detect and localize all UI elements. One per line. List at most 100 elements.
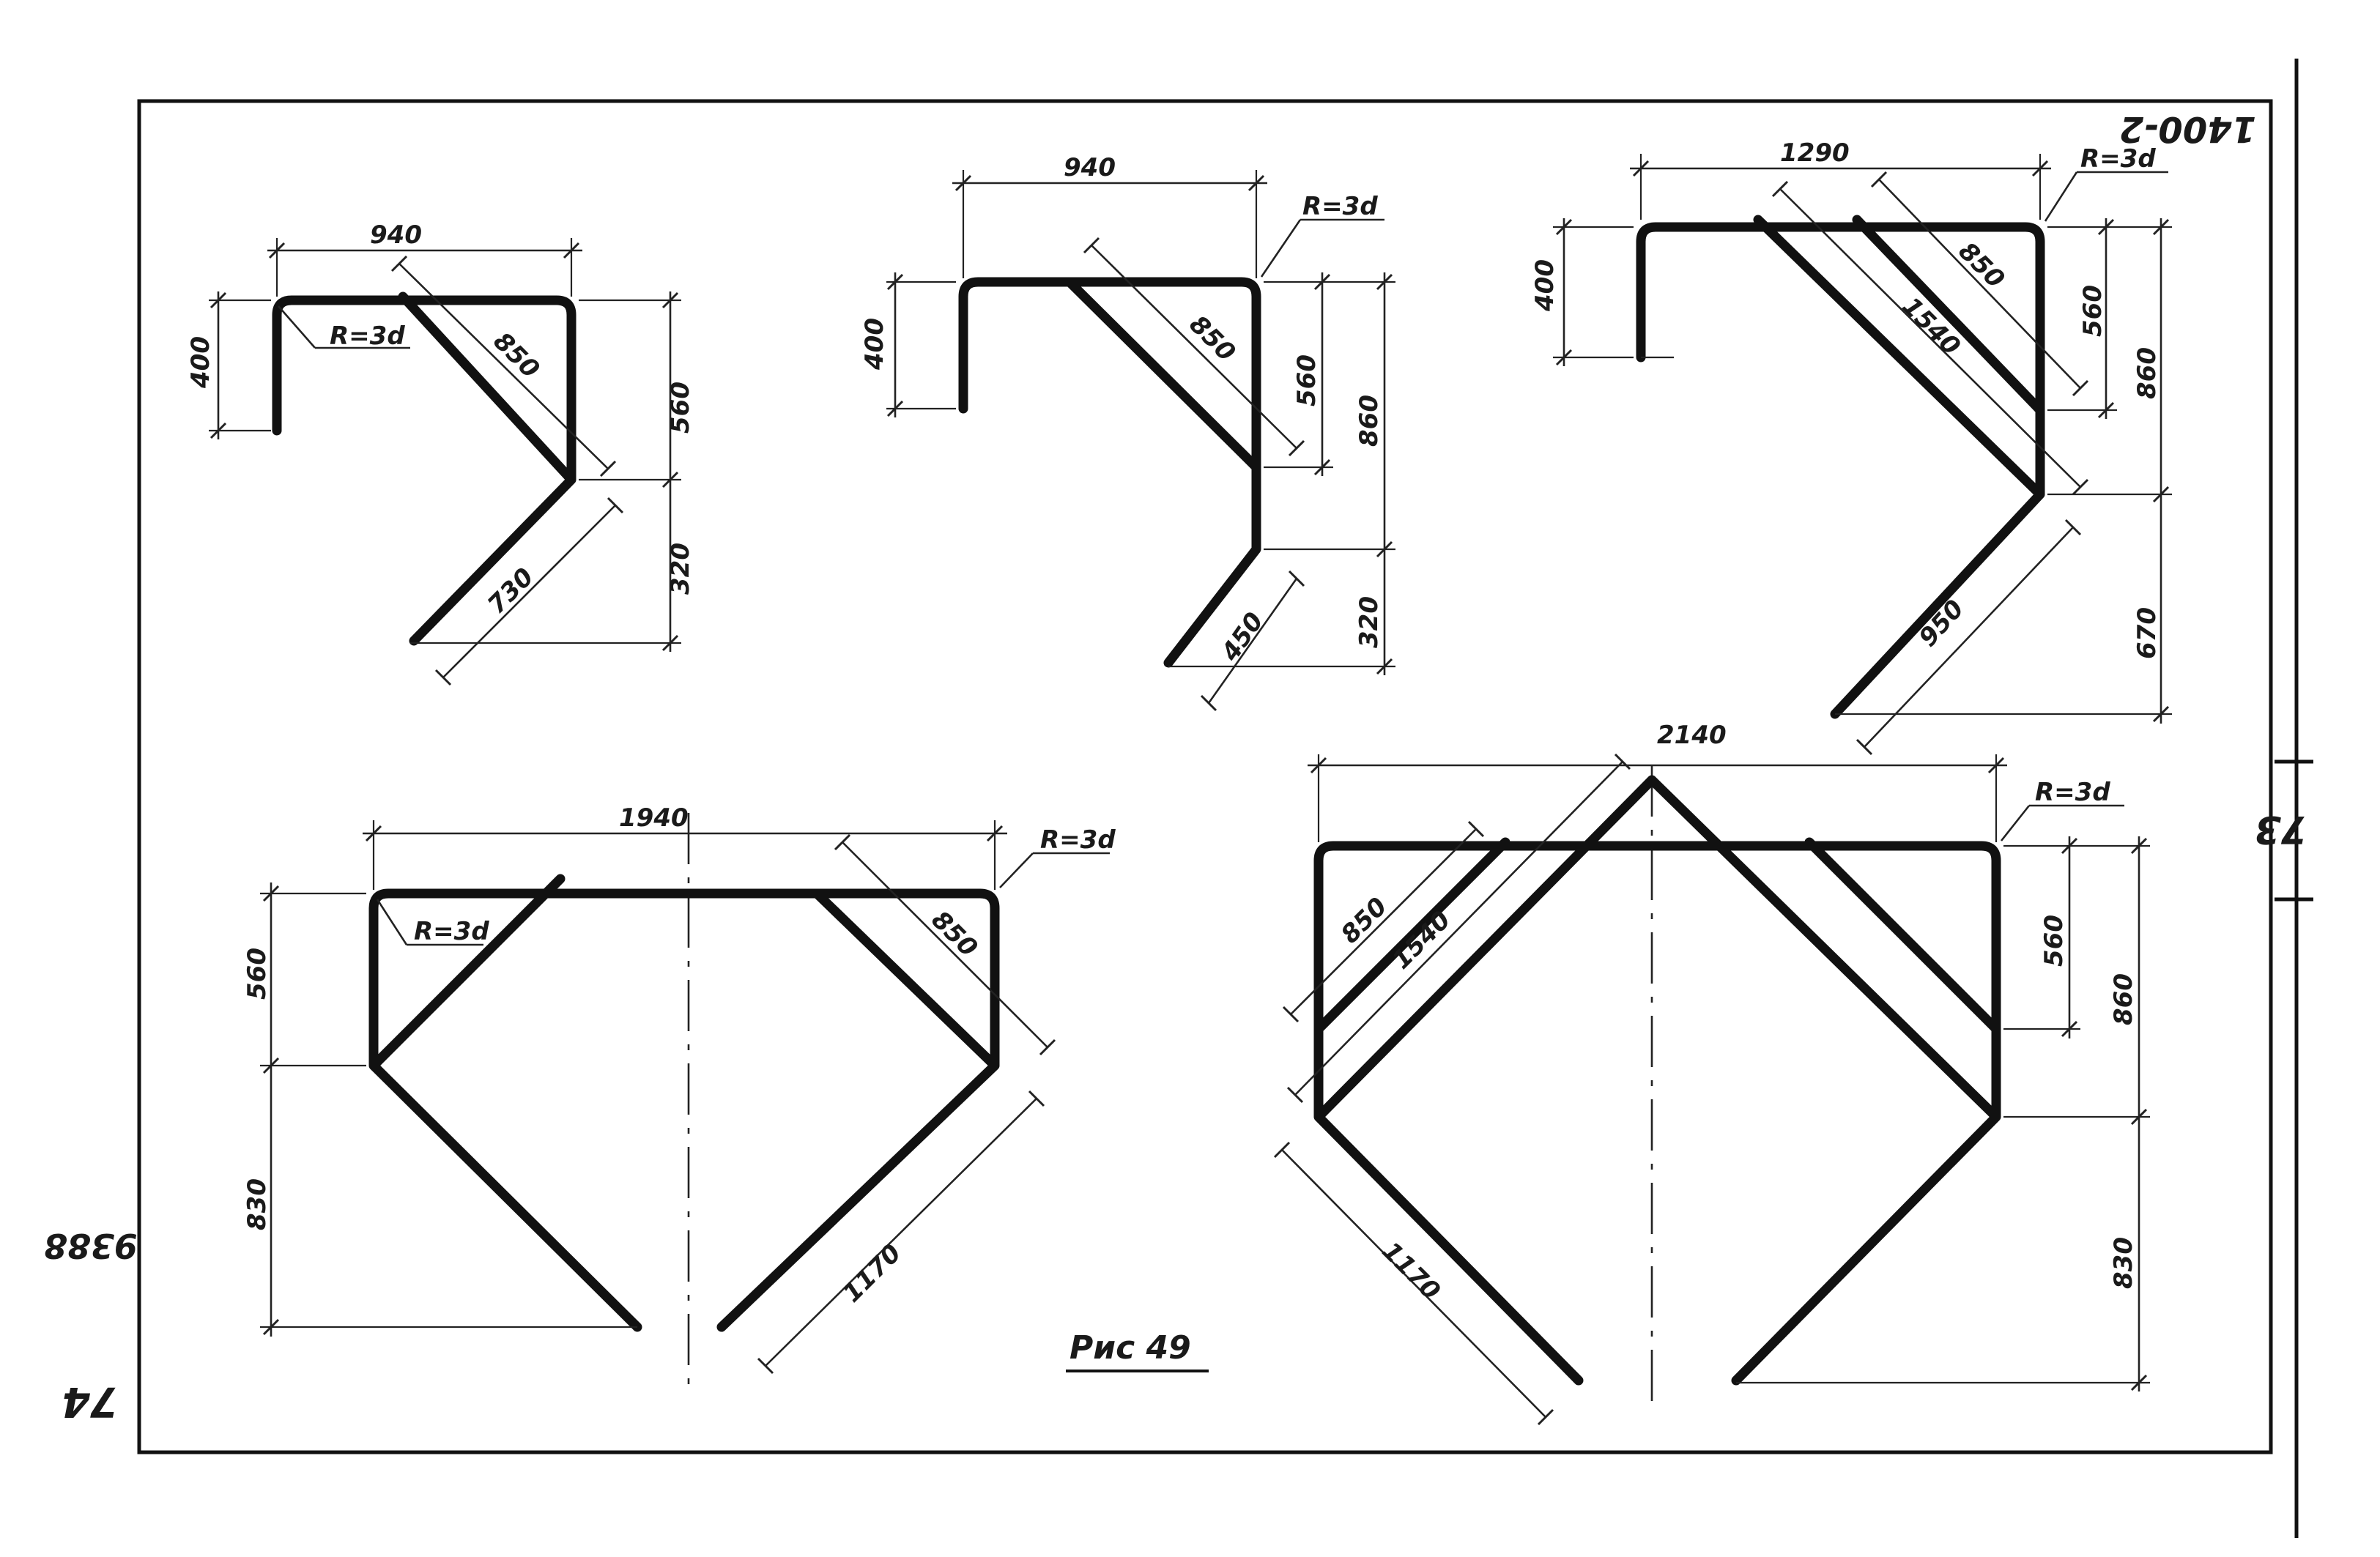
fig1-tick	[661, 471, 679, 488]
fig3-tick	[2031, 160, 2049, 177]
fig2-tick	[1313, 458, 1331, 476]
fig4-tick	[834, 833, 851, 851]
fig3-tick	[2152, 218, 2170, 236]
fig3-radius-leader	[2044, 171, 2078, 222]
fig2-tick	[1288, 570, 1305, 587]
sheet-code: 1400-2	[2119, 108, 2256, 149]
fig3-dim-860: 860	[2132, 347, 2162, 399]
fig5-diag-dim	[1294, 761, 1623, 1096]
drawing-frame	[137, 99, 2273, 1454]
fig3-tick	[1771, 180, 1789, 198]
fig3-tick	[2072, 478, 2089, 496]
fig2-radius-leader	[1260, 219, 1302, 278]
fig2-tick	[1200, 694, 1217, 712]
fig4-radius-left: R=3d	[414, 917, 489, 946]
fig3-tick	[1856, 738, 1873, 756]
fig4-radius-leader	[999, 852, 1034, 888]
fig2-dim-850: 850	[1184, 310, 1241, 367]
fig5-dim-830: 830	[2109, 1237, 2138, 1289]
fig4-dim-830: 830	[242, 1178, 272, 1230]
fig3-dim-850: 850	[1953, 237, 2010, 294]
inventory-number: 74	[62, 1378, 119, 1425]
fig2-diag-dim	[1207, 578, 1298, 704]
fig1-tick	[599, 460, 617, 477]
fig1-dim-730: 730	[482, 562, 539, 620]
fig3-diag-dim	[1878, 179, 2081, 389]
fig1-tick	[390, 255, 408, 272]
fig4-tick	[1028, 1090, 1045, 1107]
fig2-tick	[886, 400, 904, 417]
fig1-radius: R=3d	[330, 322, 405, 351]
fig3-diag-dim	[1779, 188, 2081, 488]
fig3-rebar	[1636, 215, 2045, 719]
fig2-radius: R=3d	[1302, 192, 1378, 221]
fig4-dim-560: 560	[242, 948, 272, 1000]
fig2-dim-560: 560	[1292, 354, 1321, 406]
fig1-dim-400: 400	[186, 336, 215, 389]
figure-caption: Рис 49	[1069, 1329, 1191, 1367]
fig5-tick	[1467, 820, 1485, 838]
fig2-tick	[1376, 273, 1393, 291]
fig1-dim-940: 940	[370, 220, 422, 250]
fig4-tick	[262, 1057, 280, 1074]
fig4-tick	[262, 885, 280, 902]
fig1-radius-leader	[278, 305, 316, 349]
fig5-dim-860: 860	[2109, 973, 2138, 1025]
fig5-radius: R=3d	[2035, 778, 2110, 807]
fig5-tick	[2130, 1374, 2148, 1391]
fig2-tick	[954, 174, 972, 192]
fig2-rebar	[958, 277, 1261, 668]
fig1-tick	[607, 497, 624, 514]
fig1-tick	[563, 242, 580, 259]
fig5-tick	[2130, 1108, 2148, 1126]
fig4-diag-dim	[765, 1098, 1037, 1367]
fig4-rebar	[368, 874, 1000, 1332]
fig5-diag-dim	[1281, 1149, 1546, 1418]
fig5-tick	[1273, 1141, 1291, 1159]
fig2-dim-320: 320	[1354, 596, 1384, 648]
fig2-tick	[1288, 439, 1305, 457]
fig1-tick	[661, 634, 679, 652]
fig1-diag-dim	[398, 263, 609, 469]
fig4-tick	[757, 1357, 774, 1375]
figure-2: 940 R=3d 400 850 560 860 320	[860, 153, 1395, 712]
figure-5: 2140 R=3d 850 1540 1170 560 860 830	[1273, 721, 2150, 1426]
fig5-tick	[1614, 753, 1631, 770]
fig3-dim-560: 560	[2078, 285, 2107, 337]
fig4-tick	[1039, 1038, 1056, 1056]
fig5-rebar	[1313, 775, 2001, 1386]
fig3-dim-400: 400	[1530, 259, 1560, 312]
fig2-diag-dim	[1091, 245, 1297, 449]
fig4-tick	[365, 825, 382, 842]
fig2-tick	[886, 273, 904, 291]
figure-4: 1940 R=3d R=3d 560 830 850 1170	[242, 803, 1116, 1391]
fig1-tick	[268, 242, 286, 259]
fig5-tick	[2130, 837, 2148, 855]
figure-3: 1290 R=3d 400 850 1540 560 860 6	[1530, 138, 2172, 756]
fig5-tick	[2061, 837, 2078, 855]
fig3-tick	[1555, 218, 1573, 236]
fig1-tick	[434, 669, 452, 686]
fig1-tick	[661, 291, 679, 309]
fig2-tick	[1083, 237, 1100, 254]
fig2-dim-860: 860	[1354, 395, 1384, 447]
fig3-radius: R=3d	[2080, 144, 2156, 174]
fig3-tick	[1870, 171, 1888, 188]
fig5-tick	[2061, 1020, 2078, 1038]
fig4-dim-850: 850	[926, 905, 983, 962]
fig1-dim-320: 320	[666, 543, 695, 595]
fig2-dim-940: 940	[1064, 153, 1116, 182]
fig5-tick	[1310, 757, 1327, 774]
fig5-tick	[1537, 1408, 1554, 1426]
figure-1: 940 400 R=3d 850 560 320 730	[186, 220, 695, 686]
fig3-tick	[2064, 519, 2082, 536]
fig4-dim-1940: 1940	[619, 803, 689, 833]
fig4-dim-1170: 1170	[837, 1238, 907, 1308]
fig5-dim-2140: 2140	[1657, 721, 1727, 750]
fig4-radius-right: R=3d	[1040, 825, 1116, 855]
fig3-tick	[2152, 705, 2170, 723]
page-number: 73	[2255, 807, 2307, 851]
fig5-dim-1170: 1170	[1376, 1236, 1446, 1306]
fig5-radius-leader	[2000, 805, 2031, 841]
